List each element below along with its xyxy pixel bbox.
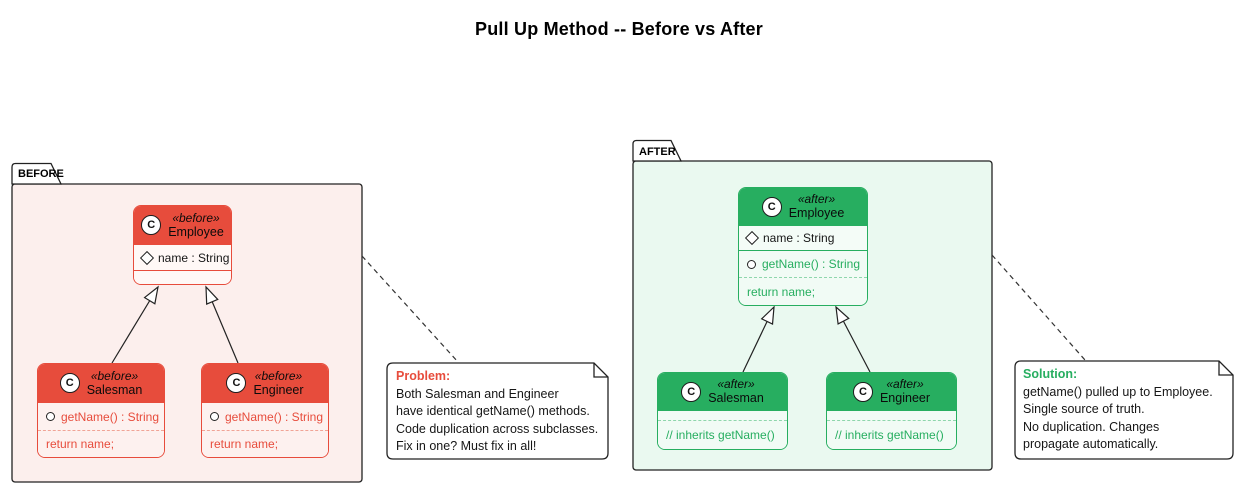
package-before-label: BEFORE — [18, 168, 64, 180]
class-employee-before: C «before» Employee name : String — [133, 205, 232, 285]
class-name: Engineer — [879, 391, 931, 405]
method-body-row: return name; — [202, 430, 328, 457]
field-diamond-icon — [139, 250, 155, 265]
class-engineer-before: C «before» Engineer getName() : String r… — [201, 363, 329, 458]
field-diamond-icon — [744, 230, 760, 246]
class-name: Employee — [168, 224, 224, 239]
method-body-text: return name; — [46, 437, 115, 451]
problem-note-shape — [386, 362, 609, 460]
inheritance-arrow-salesman-after — [742, 305, 775, 373]
class-badge-icon: C — [761, 196, 782, 217]
class-stereotype: «after» — [886, 377, 924, 391]
class-badge-icon: C — [681, 381, 702, 402]
class-badge-icon: C — [852, 381, 873, 402]
attribute-row: name : String — [739, 225, 867, 250]
class-name: Engineer — [253, 382, 304, 397]
attribute-row: name : String — [134, 244, 231, 270]
solution-note-label: Solution: — [1023, 367, 1078, 381]
solution-note-fold-icon — [1218, 361, 1233, 376]
problem-note: Problem: Both Salesman and Engineer have… — [396, 368, 602, 456]
problem-note-label: Problem: — [396, 369, 451, 383]
class-badge-icon: C — [59, 373, 80, 393]
class-header: C «before» Employee — [134, 206, 231, 244]
class-name: Salesman — [86, 382, 143, 397]
class-header: C «after» Engineer — [827, 373, 956, 410]
class-stereotype: «after» — [797, 192, 836, 206]
class-name: Salesman — [708, 391, 764, 405]
problem-note-line: have identical getName() methods. — [396, 404, 590, 418]
comment-row: // inherits getName() — [658, 420, 787, 449]
method-body-text: return name; — [747, 284, 816, 299]
problem-note-fold-icon — [593, 363, 608, 378]
class-salesman-before: C «before» Salesman getName() : String r… — [37, 363, 165, 458]
solution-note-line: getName() pulled up to Employee. — [1023, 384, 1213, 399]
class-badge-icon: C — [141, 215, 162, 235]
class-badge-icon: C — [226, 373, 247, 393]
method-row: getName() : String — [739, 250, 867, 277]
package-after-label: AFTER — [639, 146, 676, 158]
method-row: getName() : String — [38, 402, 164, 430]
method-circle-icon — [46, 412, 55, 421]
class-stereotype: «before» — [254, 368, 303, 383]
solution-note-shape — [1014, 360, 1234, 460]
empty-method-compartment — [134, 270, 231, 284]
method-text: getName() : String — [61, 409, 160, 424]
class-stereotype: «before» — [172, 210, 220, 225]
class-stereotype: «before» — [90, 368, 139, 383]
solution-note-line: No duplication. Changes — [1023, 419, 1160, 434]
diagram-title: Pull Up Method -- Before vs After — [475, 19, 763, 39]
problem-note-line: Code duplication across subclasses. — [396, 421, 599, 436]
attribute-text: name : String — [763, 231, 835, 245]
class-header: C «after» Salesman — [658, 373, 787, 410]
attribute-text: name : String — [158, 250, 230, 265]
comment-text: // inherits getName() — [666, 428, 775, 442]
method-circle-icon — [210, 412, 219, 421]
method-body-text: return name; — [210, 437, 279, 451]
empty-attribute-compartment — [827, 410, 956, 420]
comment-row: // inherits getName() — [827, 420, 956, 449]
class-header: C «before» Engineer — [202, 364, 328, 402]
solution-note-line: propagate automatically. — [1023, 437, 1159, 451]
empty-attribute-compartment — [658, 410, 787, 420]
method-text: getName() : String — [762, 257, 861, 271]
connector-after-solution — [991, 254, 1086, 361]
method-row: getName() : String — [202, 402, 328, 430]
package-before-tab — [11, 162, 63, 185]
class-name: Employee — [788, 206, 845, 220]
class-header: C «after» Employee — [739, 188, 867, 225]
method-circle-icon — [747, 259, 756, 269]
connector-before-problem — [361, 255, 459, 363]
method-body-row: return name; — [739, 277, 867, 305]
inheritance-arrow-salesman-before — [111, 285, 159, 364]
comment-text: // inherits getName() — [835, 428, 944, 442]
package-after-tab — [632, 139, 683, 162]
inheritance-arrow-engineer-after — [835, 305, 871, 373]
class-employee-after: C «after» Employee name : String getName… — [738, 187, 868, 306]
solution-note-line: Single source of truth. — [1023, 402, 1145, 416]
problem-note-line: Both Salesman and Engineer — [396, 386, 559, 401]
class-header: C «before» Salesman — [38, 364, 164, 402]
class-stereotype: «after» — [717, 377, 755, 391]
method-body-row: return name; — [38, 430, 164, 457]
class-salesman-after: C «after» Salesman // inherits getName() — [657, 372, 788, 450]
method-text: getName() : String — [225, 409, 324, 424]
solution-note: Solution: getName() pulled up to Employe… — [1023, 366, 1227, 454]
problem-note-line: Fix in one? Must fix in all! — [396, 439, 537, 453]
class-engineer-after: C «after» Engineer // inherits getName() — [826, 372, 957, 450]
inheritance-arrow-engineer-before — [205, 285, 239, 364]
